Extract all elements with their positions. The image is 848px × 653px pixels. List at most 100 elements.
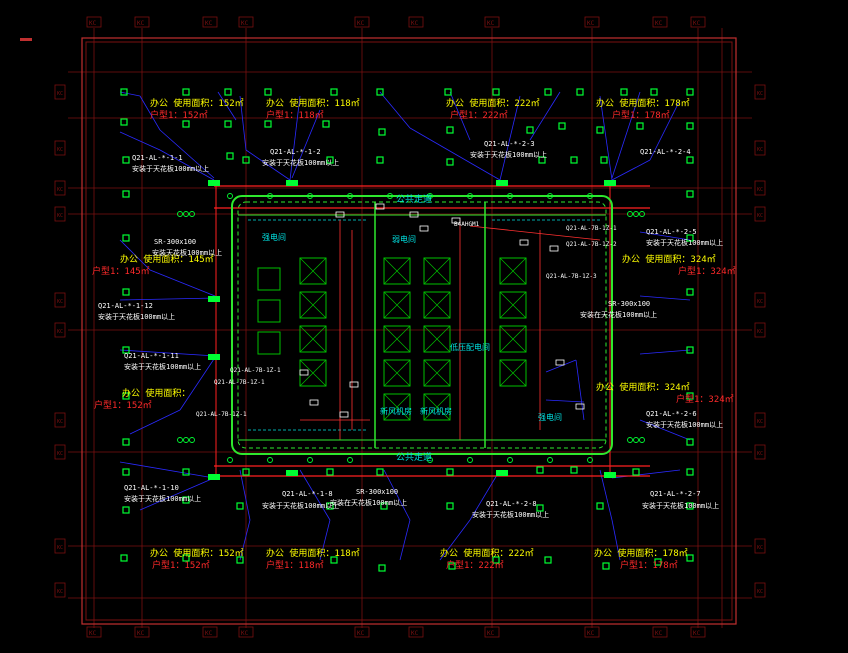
- light-fixture: [376, 88, 384, 96]
- zone-sub: 户型1：152㎡: [94, 399, 152, 411]
- sr-label: SR-300x100: [608, 300, 650, 308]
- zone-sub: 户型1：222㎡: [446, 559, 504, 571]
- junction-node: [627, 211, 633, 217]
- shaft-label: 低压配电间: [450, 342, 490, 352]
- light-fixture: [526, 126, 534, 134]
- distribution-panel: [604, 472, 616, 478]
- wire-run: [119, 239, 151, 271]
- light-fixture: [632, 468, 640, 476]
- grid-bubble-text: KC: [137, 20, 145, 27]
- grid-bubble-text: KC: [357, 20, 365, 27]
- elevator-car: [423, 325, 451, 353]
- elevator-car: [299, 291, 327, 319]
- grid-bubble-text: KC: [57, 187, 63, 193]
- junction-node: [467, 457, 473, 463]
- wire-run: [119, 131, 161, 151]
- light-fixture: [602, 562, 610, 570]
- elevator-car: [383, 325, 411, 353]
- grid-bubble-text: KC: [487, 630, 495, 637]
- junction-node: [387, 193, 393, 199]
- junction-node: [587, 193, 593, 199]
- core-device: [555, 359, 565, 366]
- grid-bubble: [754, 538, 766, 554]
- light-fixture: [446, 158, 454, 166]
- junction-node: [427, 457, 433, 463]
- junction-node: [639, 437, 645, 443]
- zone-sub: 户型1：152㎡: [152, 559, 210, 571]
- light-fixture: [538, 156, 546, 164]
- junction-node: [227, 457, 233, 463]
- light-fixture: [122, 346, 130, 354]
- distribution-panel: [208, 296, 220, 302]
- sr-note: 安装在天花板100mm以上: [580, 310, 657, 319]
- grid-bubble-text: KC: [57, 451, 63, 457]
- junction-node: [347, 193, 353, 199]
- light-fixture: [686, 190, 694, 198]
- grid-bubble: [54, 292, 66, 308]
- core-device: [335, 211, 345, 218]
- core-device: [419, 225, 429, 232]
- sr-label: SR-300x100: [356, 488, 398, 496]
- wire-run: [119, 297, 217, 301]
- wire-run: [245, 149, 291, 181]
- corridor-label: 公共走道: [396, 193, 432, 205]
- grid-bubble: [54, 582, 66, 598]
- junction-node: [177, 437, 183, 443]
- light-fixture: [536, 466, 544, 474]
- light-fixture: [570, 466, 578, 474]
- light-fixture: [446, 468, 454, 476]
- grid-bubble: [408, 16, 424, 28]
- grid-bubble-text: KC: [757, 213, 763, 219]
- light-fixture: [242, 468, 250, 476]
- grid-bubble-text: KC: [57, 213, 63, 219]
- junction-node: [627, 437, 633, 443]
- grid-bubble: [54, 206, 66, 222]
- cable-label: Q21-AL-7B-1Z-2: [566, 241, 617, 248]
- grid-bubble-text: KC: [205, 20, 213, 27]
- distribution-panel: [286, 470, 298, 476]
- light-fixture: [650, 88, 658, 96]
- light-fixture: [182, 88, 190, 96]
- zone-title: 办公 使用面积：118㎡: [266, 97, 360, 109]
- grid-bubble-text: KC: [757, 451, 763, 457]
- grid-bubble-text: KC: [587, 20, 595, 27]
- zone-title: 办公 使用面积：145㎡: [120, 253, 214, 265]
- zone-title: 办公 使用面积：324㎡: [622, 253, 716, 265]
- wire-run: [239, 519, 251, 561]
- light-fixture: [376, 468, 384, 476]
- stair-block: [257, 331, 281, 355]
- wire-run: [119, 349, 217, 357]
- grid-bubble-text: KC: [655, 630, 663, 637]
- zone-sub: 户型1：145㎡: [92, 265, 150, 277]
- elevator-cross: [299, 359, 327, 387]
- light-fixture: [378, 128, 386, 136]
- zone-title: 办公 使用面积：: [122, 387, 190, 399]
- light-fixture: [376, 156, 384, 164]
- light-fixture: [636, 122, 644, 130]
- distribution-panel: [496, 180, 508, 186]
- cable-label: Q21-AL-7B-1Z-1: [230, 367, 281, 374]
- junction-node: [347, 457, 353, 463]
- wire-run: [179, 355, 217, 411]
- light-fixture: [122, 234, 130, 242]
- wire-run: [119, 91, 141, 97]
- box-note: 安装于天花板100mm以上: [642, 501, 719, 510]
- grid-bubble: [754, 322, 766, 338]
- light-fixture: [182, 496, 190, 504]
- box-note: 安装于天花板100mm以上: [646, 238, 723, 247]
- wire-run: [399, 519, 411, 561]
- grid-bubble: [754, 292, 766, 308]
- light-fixture: [322, 120, 330, 128]
- grid-bubble-text: KC: [241, 630, 249, 637]
- wire-run: [239, 469, 251, 521]
- wire-run: [599, 469, 613, 521]
- grid-bubble: [86, 16, 102, 28]
- sr-note: 安装天花板100mm以上: [152, 248, 222, 257]
- distribution-panel: [208, 354, 220, 360]
- zone-title: 办公 使用面积：222㎡: [446, 97, 540, 109]
- light-fixture: [686, 468, 694, 476]
- box-label: Q21-AL-*-2-6: [646, 410, 697, 418]
- distribution-panel: [496, 470, 508, 476]
